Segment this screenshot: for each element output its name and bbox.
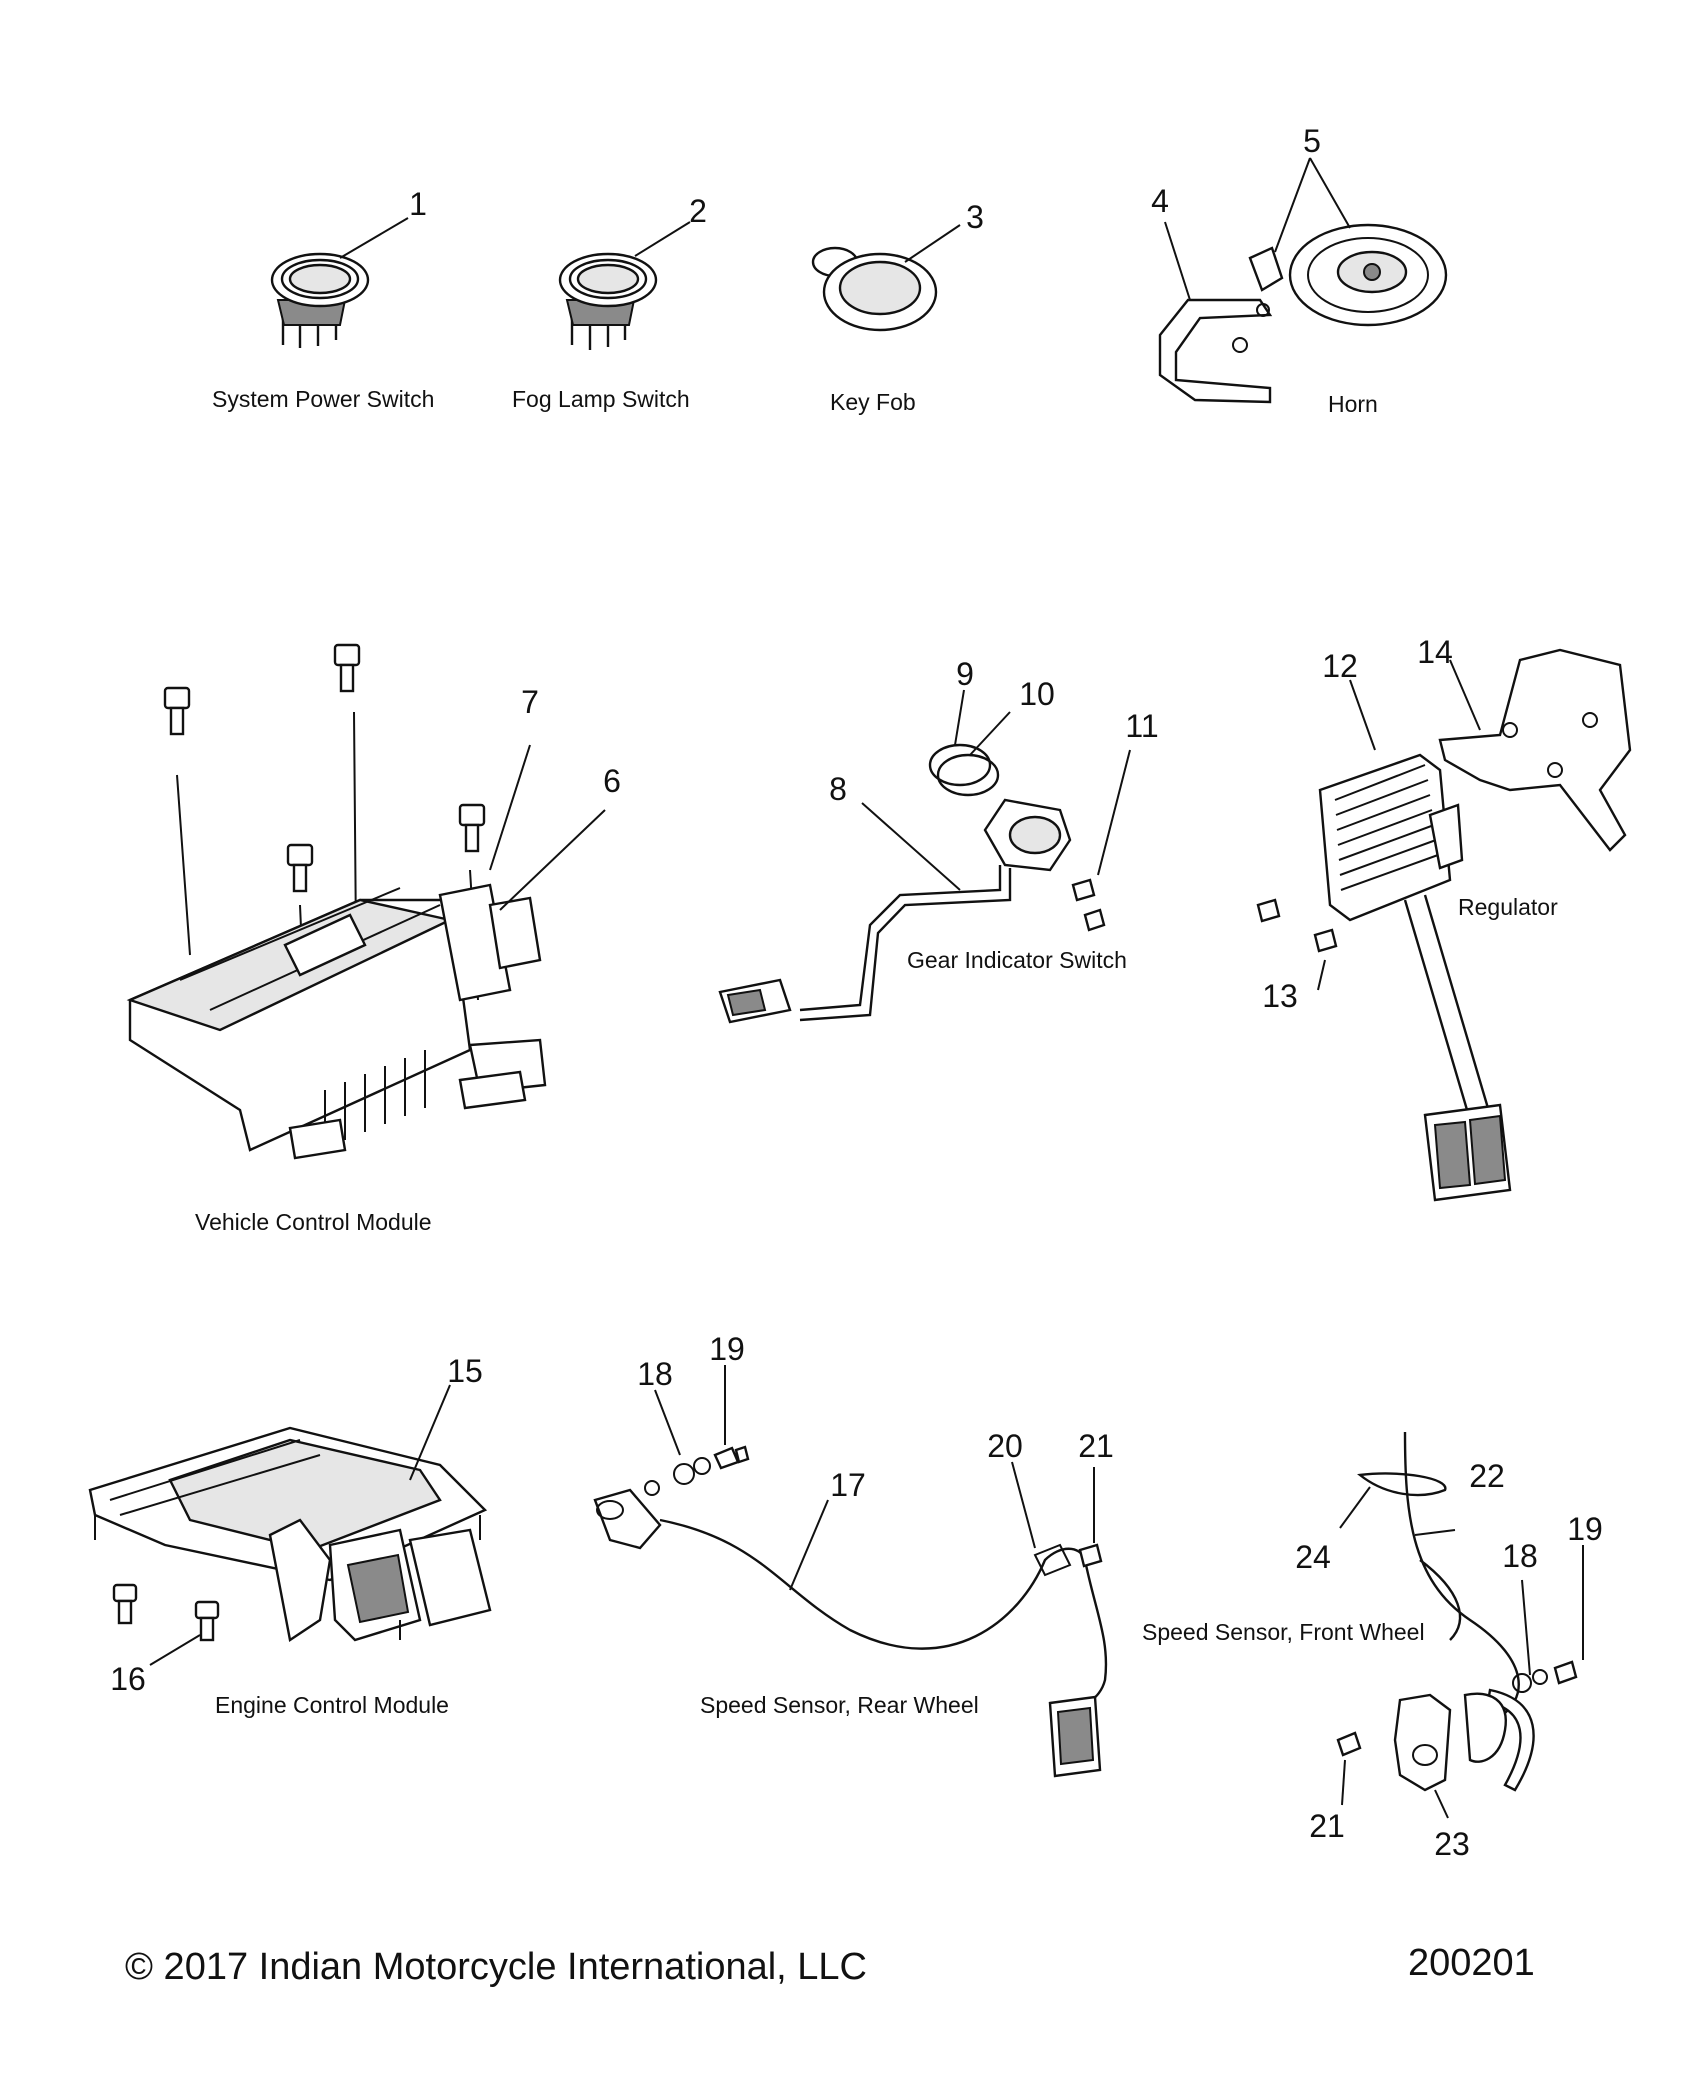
screw <box>1083 908 1106 932</box>
screw <box>1078 1543 1103 1568</box>
bolt <box>286 843 314 893</box>
callout-20: 20 <box>987 1428 1023 1464</box>
system-power-switch-part <box>270 252 370 348</box>
caption-speed-sensor-front-wheel: Speed Sensor, Front Wheel <box>1142 1619 1425 1645</box>
caption-vehicle-control-module: Vehicle Control Module <box>195 1209 432 1235</box>
caption-system-power-switch: System Power Switch <box>212 386 434 412</box>
bolt <box>333 643 361 693</box>
leader-9 <box>954 689 965 746</box>
fog-lamp-switch-part <box>558 252 658 350</box>
speed-sensor-front-wheel-part <box>1336 1431 1578 1792</box>
leader-22 <box>1414 1529 1456 1536</box>
caption-fog-lamp-switch: Fog Lamp Switch <box>512 386 690 412</box>
leader-20 <box>1011 1461 1036 1549</box>
callout-12: 12 <box>1322 648 1358 684</box>
diagram-number: 200201 <box>1408 1942 1535 1984</box>
screw <box>1256 898 1281 923</box>
leader-12 <box>1349 679 1376 751</box>
callout-6: 6 <box>603 763 621 799</box>
key-fob-part <box>811 246 938 332</box>
leader-11 <box>1097 749 1131 876</box>
leader-18a <box>654 1389 681 1456</box>
caption-speed-sensor-rear-wheel: Speed Sensor, Rear Wheel <box>700 1692 979 1718</box>
callout-1: 1 <box>409 186 427 222</box>
vehicle-control-module-part <box>126 643 547 1160</box>
leader-5 <box>1274 157 1351 253</box>
callout-17: 17 <box>830 1467 866 1503</box>
caption-gear-indicator-switch: Gear Indicator Switch <box>907 947 1127 973</box>
leader-1 <box>339 217 409 259</box>
callout-24: 24 <box>1295 1539 1331 1575</box>
callout-18a: 18 <box>637 1356 673 1392</box>
bolt <box>458 803 486 853</box>
callout-2: 2 <box>689 193 707 229</box>
callout-16: 16 <box>110 1661 146 1697</box>
leader-18b <box>1521 1579 1531 1676</box>
callout-4: 4 <box>1151 183 1169 219</box>
screw <box>1071 878 1096 902</box>
callout-23: 23 <box>1434 1826 1470 1862</box>
screw <box>1313 928 1338 953</box>
callout-5: 5 <box>1303 123 1321 159</box>
leader-4 <box>1164 221 1191 301</box>
callout-13: 13 <box>1262 978 1298 1014</box>
leader-7 <box>489 744 531 871</box>
callout-19a: 19 <box>709 1331 745 1367</box>
callout-10: 10 <box>1019 676 1055 712</box>
caption-engine-control-module: Engine Control Module <box>215 1692 449 1718</box>
leader-14 <box>1449 659 1481 731</box>
callout-8: 8 <box>829 771 847 807</box>
caption-regulator: Regulator <box>1458 894 1558 920</box>
leader-8 <box>861 802 961 891</box>
callout-22: 22 <box>1469 1458 1505 1494</box>
callout-21b: 21 <box>1309 1808 1345 1844</box>
callout-3: 3 <box>966 199 984 235</box>
leader-17 <box>789 1499 829 1591</box>
leader-2 <box>634 221 691 257</box>
bolt <box>194 1600 220 1642</box>
leader-6 <box>499 809 606 911</box>
screw <box>1336 1731 1362 1757</box>
callout-9: 9 <box>956 656 974 692</box>
bolt <box>112 1583 138 1625</box>
regulator-part <box>1256 648 1632 1202</box>
leader-13 <box>1317 959 1326 991</box>
caption-horn: Horn <box>1328 391 1378 417</box>
speed-sensor-rear-wheel-part <box>593 1445 1108 1778</box>
callout-11: 11 <box>1125 708 1158 744</box>
leader-3 <box>904 224 961 263</box>
callout-14: 14 <box>1417 634 1453 670</box>
leader-15 <box>409 1384 451 1481</box>
leader-21b <box>1341 1759 1346 1806</box>
leader-10 <box>969 711 1011 756</box>
copyright-text: © 2017 Indian Motorcycle International, … <box>125 1946 867 1988</box>
leader-16 <box>149 1634 201 1666</box>
callout-21a: 21 <box>1078 1428 1114 1464</box>
horn-part <box>1158 223 1448 404</box>
bolt <box>163 686 191 736</box>
engine-control-module-part <box>88 1426 492 1643</box>
callout-18b: 18 <box>1502 1538 1538 1574</box>
callout-19b: 19 <box>1567 1511 1603 1547</box>
callout-7: 7 <box>521 684 539 720</box>
caption-key-fob: Key Fob <box>830 389 916 415</box>
callout-15: 15 <box>447 1353 483 1389</box>
leader-23 <box>1434 1789 1449 1819</box>
leader-24 <box>1339 1486 1371 1529</box>
gear-indicator-switch-part <box>718 743 1106 1024</box>
